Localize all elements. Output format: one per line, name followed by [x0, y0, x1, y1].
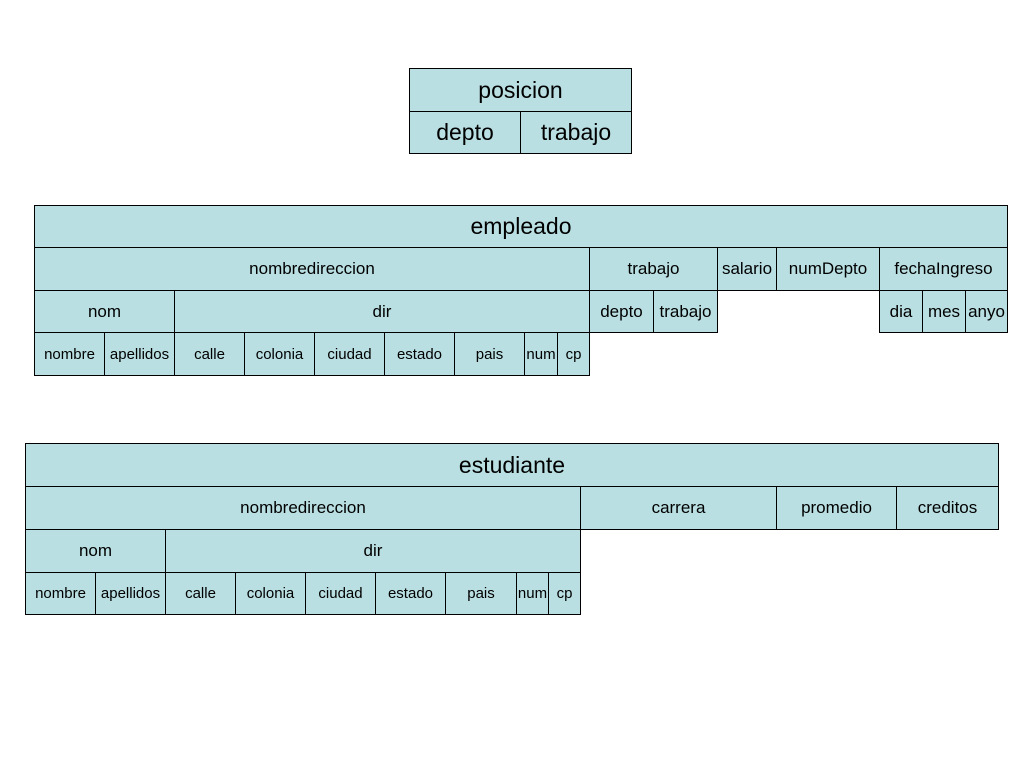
estudiante-pais: pais: [445, 572, 517, 615]
empleado-calle: calle: [174, 332, 245, 376]
empleado-salario: salario: [717, 247, 777, 291]
estudiante-cp: cp: [548, 572, 581, 615]
estudiante-nombre: nombre: [25, 572, 96, 615]
empleado-trabajo-depto: depto: [589, 290, 654, 333]
empleado-num: num: [524, 332, 558, 376]
empleado-apellidos: apellidos: [104, 332, 175, 376]
empleado-fecha-mes: mes: [922, 290, 966, 333]
empleado-trabajo-trabajo: trabajo: [653, 290, 718, 333]
estudiante-nom: nom: [25, 529, 166, 573]
empleado-title: empleado: [34, 205, 1008, 248]
empleado-pais: pais: [454, 332, 525, 376]
empleado-trabajo: trabajo: [589, 247, 718, 291]
estudiante-apellidos: apellidos: [95, 572, 166, 615]
estudiante-promedio: promedio: [776, 486, 897, 530]
empleado-colonia: colonia: [244, 332, 315, 376]
estudiante-title: estudiante: [25, 443, 999, 487]
empleado-fechaingreso: fechaIngreso: [879, 247, 1008, 291]
estudiante-dir: dir: [165, 529, 581, 573]
posicion-title: posicion: [409, 68, 632, 112]
empleado-cp: cp: [557, 332, 590, 376]
posicion-field-depto: depto: [409, 111, 521, 154]
empleado-nombredireccion: nombredireccion: [34, 247, 590, 291]
estudiante-colonia: colonia: [235, 572, 306, 615]
empleado-ciudad: ciudad: [314, 332, 385, 376]
estudiante-num: num: [516, 572, 549, 615]
estudiante-ciudad: ciudad: [305, 572, 376, 615]
estudiante-carrera: carrera: [580, 486, 777, 530]
posicion-field-trabajo: trabajo: [520, 111, 632, 154]
empleado-fecha-dia: dia: [879, 290, 923, 333]
empleado-estado: estado: [384, 332, 455, 376]
empleado-nom: nom: [34, 290, 175, 333]
empleado-fecha-anyo: anyo: [965, 290, 1008, 333]
empleado-nombre: nombre: [34, 332, 105, 376]
estudiante-nombredireccion: nombredireccion: [25, 486, 581, 530]
estudiante-calle: calle: [165, 572, 236, 615]
estudiante-estado: estado: [375, 572, 446, 615]
estudiante-creditos: creditos: [896, 486, 999, 530]
empleado-numdepto: numDepto: [776, 247, 880, 291]
empleado-dir: dir: [174, 290, 590, 333]
